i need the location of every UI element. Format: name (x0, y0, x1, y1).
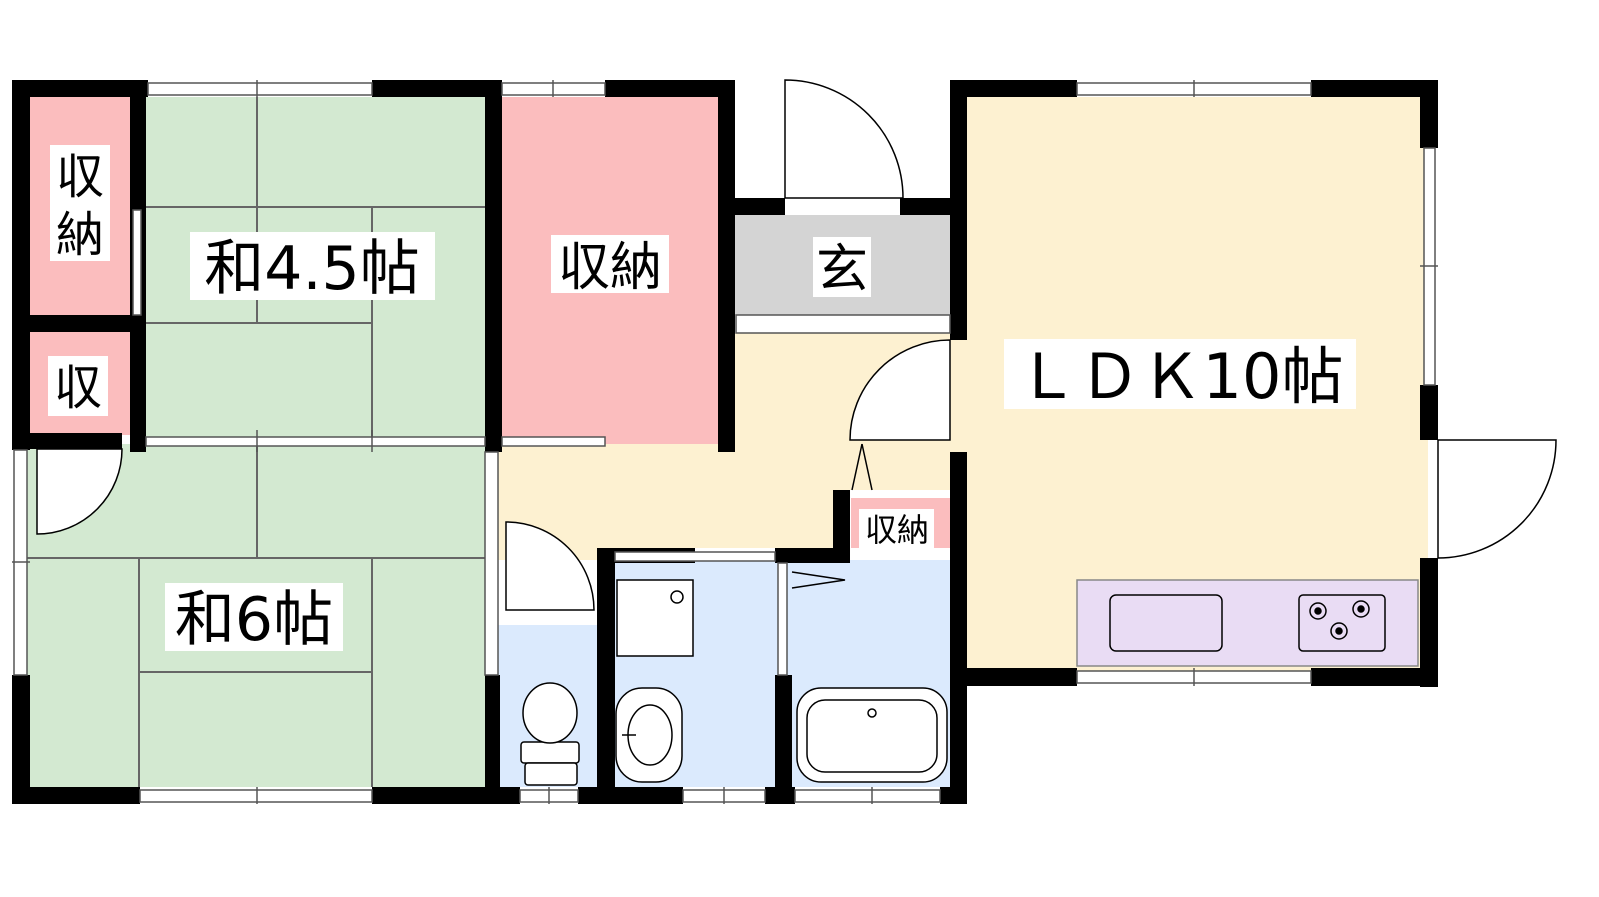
toilet-fixture (520, 741, 580, 764)
door-swings (36, 79, 1557, 611)
label-closet-hall: 収納 (865, 511, 929, 549)
kitchen-sink (1109, 594, 1223, 652)
label-washitsu-small: 和4.5帖 (204, 234, 419, 304)
label-genkan: 玄 (816, 240, 868, 300)
closet-hall-door (851, 443, 873, 491)
label-closet-small-left: 収 (54, 360, 102, 416)
walls (12, 80, 1438, 804)
label-washitsu-large: 和6帖 (175, 585, 333, 655)
washing-machine (616, 579, 694, 657)
window-marks (12, 80, 1438, 804)
sliding-doors (132, 209, 951, 676)
label-closet-center: 収納 (558, 238, 662, 298)
label-ldk: ＬＤＫ10帖 (1017, 340, 1344, 413)
label-closet-top-left-2: 納 (56, 207, 104, 263)
label-closet-top-left-1: 収 (56, 149, 104, 205)
stove (1298, 594, 1386, 652)
kitchen-counter (1076, 579, 1419, 667)
fixtures (520, 571, 1386, 786)
